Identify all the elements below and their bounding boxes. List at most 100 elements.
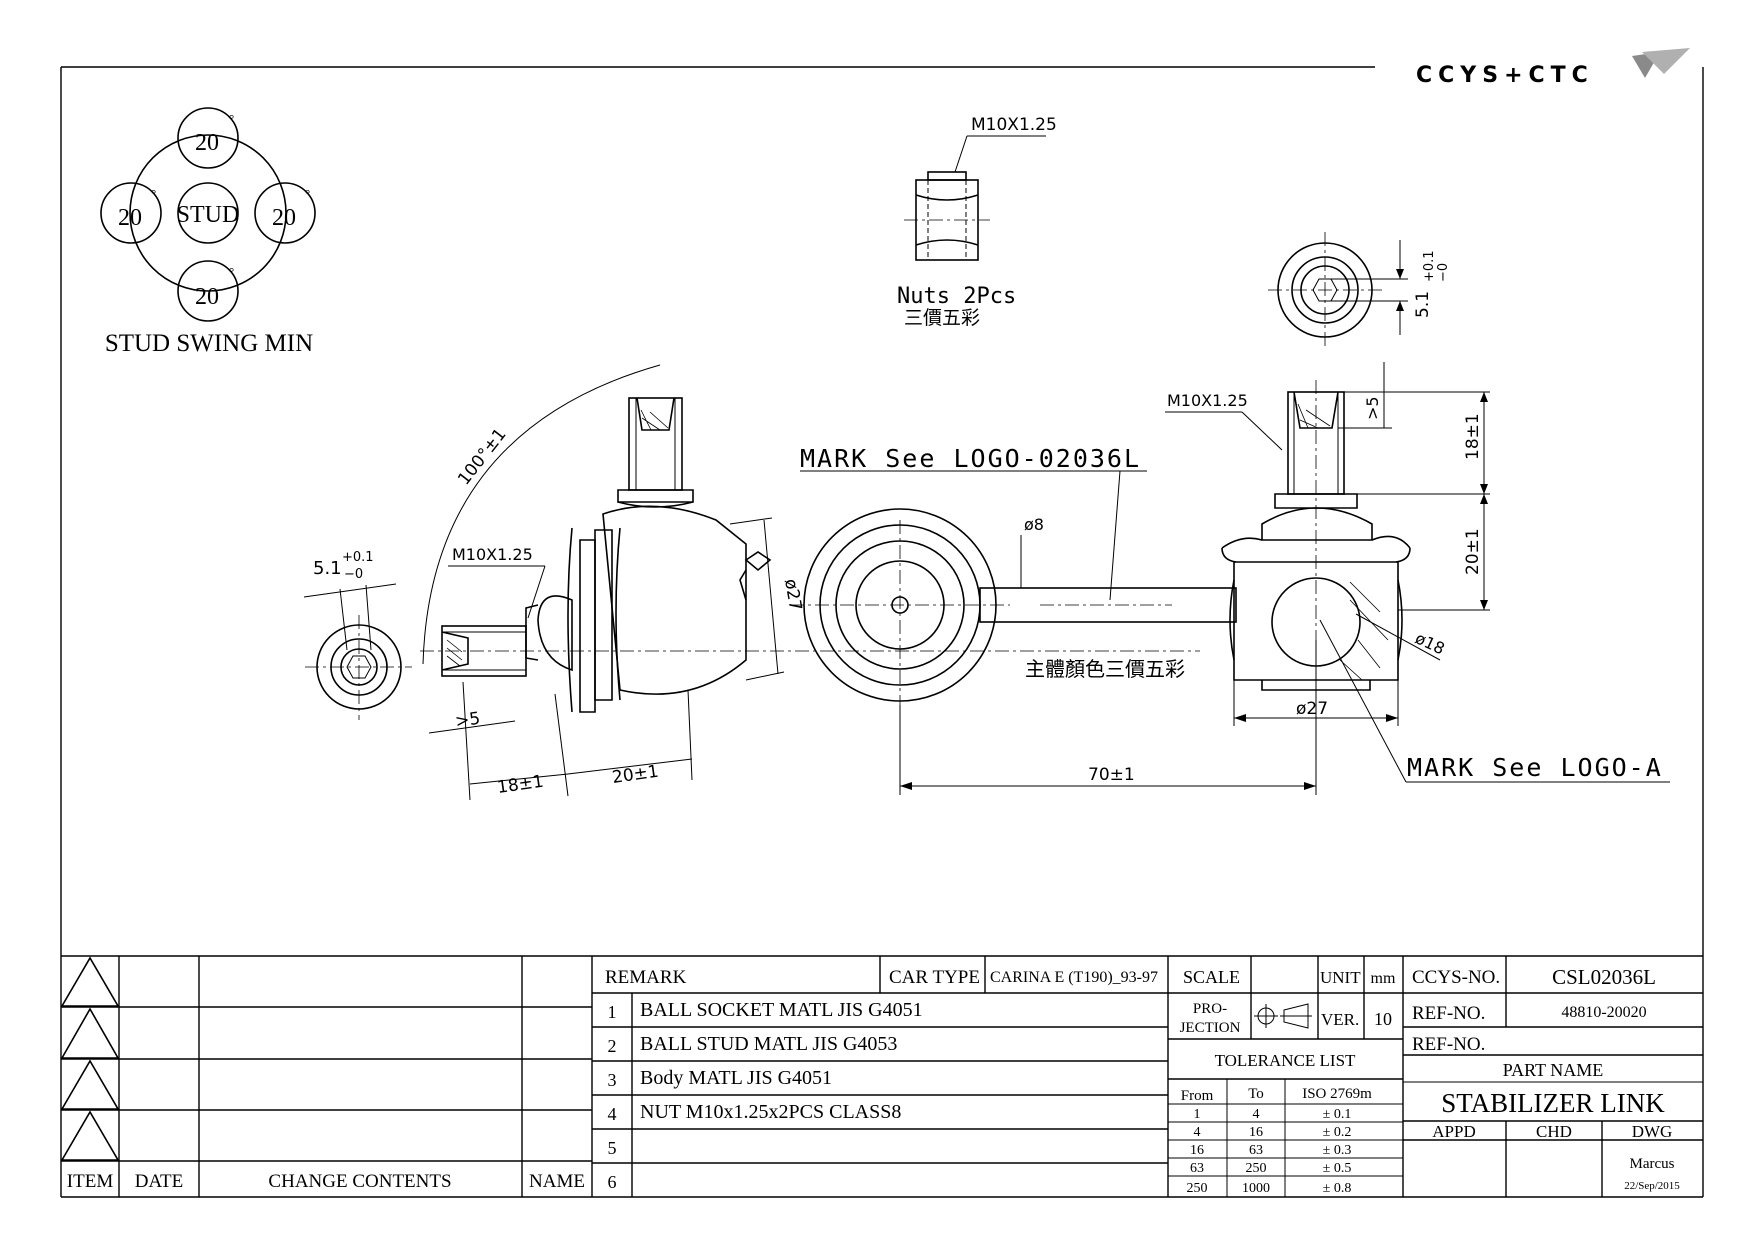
tol-value: ± 0.8 <box>1323 1181 1352 1196</box>
nuts-label: Nuts 2Pcs <box>897 284 1016 309</box>
part-name-label: PART NAME <box>1503 1060 1603 1080</box>
remark-no: 1 <box>608 1002 617 1022</box>
col-change-contents: CHANGE CONTENTS <box>268 1171 451 1192</box>
hex-tol-plus-left: +0.1 <box>342 550 374 565</box>
tol-to: 250 <box>1246 1161 1267 1176</box>
socket-end-view-top: 5.1 +0.1 −0 <box>1268 232 1451 346</box>
mark-note-bottom: MARK See LOGO-A <box>1407 753 1663 782</box>
col-item: ITEM <box>67 1171 114 1192</box>
hex-tol-plus-top: +0.1 <box>1422 250 1437 282</box>
center-shaft: ø8 主體顏色三價五彩 MARK See LOGO-02036L 70±1 <box>790 444 1317 795</box>
company-logo: CCYS+CTC <box>1416 48 1690 88</box>
remark-item-text: NUT M10x1.25x2PCS CLASS8 <box>640 1101 901 1123</box>
revision-triangle-icon <box>60 956 120 1007</box>
stud-angle-right: 20 <box>272 205 296 231</box>
remark-header: REMARK <box>605 967 687 988</box>
scale-label: SCALE <box>1183 967 1240 987</box>
remark-no: 5 <box>608 1138 617 1158</box>
stud-angle-bottom: 20 <box>195 284 219 310</box>
revision-triangle-icon <box>60 1059 120 1110</box>
projection-label: PRO- <box>1193 1001 1227 1017</box>
tol-col-iso: ISO 2769m <box>1302 1086 1372 1102</box>
chd-label: CHD <box>1536 1122 1572 1141</box>
revision-triangle-icon <box>60 1110 120 1161</box>
car-type-value: CARINA E (T190)_93-97 <box>990 969 1158 986</box>
part-name-value: STABILIZER LINK <box>1441 1088 1665 1118</box>
stud-length-18-left: 18±1 <box>496 772 545 798</box>
ref-no-label: REF-NO. <box>1412 1003 1485 1024</box>
tol-to: 4 <box>1253 1107 1260 1122</box>
degree-mark: ° <box>229 111 234 126</box>
tol-from: 4 <box>1194 1125 1201 1140</box>
stud-angle-left: 20 <box>118 205 142 231</box>
ref-no-label-2: REF-NO. <box>1412 1034 1485 1055</box>
thread-gt5-right: >5 <box>1363 396 1382 420</box>
stud-end-view-left: 5.1 +0.1 −0 <box>303 550 412 720</box>
tol-to: 16 <box>1249 1125 1263 1140</box>
diameter-18: ø18 <box>1412 628 1447 658</box>
hex-tol-minus-left: −0 <box>344 567 363 582</box>
dwg-label: DWG <box>1632 1122 1673 1141</box>
tol-value: ± 0.2 <box>1323 1125 1352 1140</box>
tol-col-to: To <box>1248 1086 1264 1102</box>
tol-from: 1 <box>1194 1107 1201 1122</box>
degree-mark: ° <box>151 186 156 201</box>
length-70: 70±1 <box>1088 765 1135 785</box>
tol-col-from: From <box>1181 1088 1214 1104</box>
revision-table: ITEM DATE CHANGE CONTENTS NAME <box>60 956 593 1197</box>
projection-label: JECTION <box>1180 1020 1241 1036</box>
thread-label-right: M10X1.25 <box>1167 391 1248 410</box>
angle-100-dimension: 100°±1 <box>454 425 510 489</box>
logo-mark-wing-icon <box>1642 48 1690 74</box>
tol-from: 16 <box>1190 1143 1204 1158</box>
third-angle-projection-icon <box>1254 1003 1312 1029</box>
tol-value: ± 0.5 <box>1323 1161 1352 1176</box>
appd-label: APPD <box>1432 1122 1475 1141</box>
part-info-table: CCYS-NO. CSL02036L REF-NO. 48810-20020 R… <box>1403 956 1703 1197</box>
degree-mark: ° <box>305 186 310 201</box>
mark-note-top: MARK See LOGO-02036L <box>800 444 1141 473</box>
spec-table: SCALE UNIT mm PRO- JECTION VER. 10 TOLER… <box>1168 956 1404 1197</box>
tol-from: 63 <box>1190 1161 1204 1176</box>
stud-length-18-right: 18±1 <box>1463 413 1483 460</box>
stud-swing-diagram: STUD 20 ° 20 ° 20 ° 20 ° STUD SWING MIN <box>100 107 316 357</box>
body-length-20-left: 20±1 <box>611 762 660 788</box>
diameter-27-bottom: ø27 <box>1296 699 1328 719</box>
unit-value: mm <box>1371 970 1396 987</box>
hex-dimension-top: 5.1 <box>1413 291 1433 318</box>
diameter-27-left: ø27 <box>780 577 805 612</box>
body-color-note: 主體顏色三價五彩 <box>1025 657 1185 681</box>
nut-thread-label: M10X1.25 <box>971 115 1057 135</box>
ccys-no-label: CCYS-NO. <box>1412 967 1500 988</box>
remark-no: 3 <box>608 1070 617 1090</box>
thread-gt5-left: >5 <box>454 709 482 732</box>
remark-item-text: Body MATL JIS G4051 <box>640 1067 832 1089</box>
dwg-date: 22/Sep/2015 <box>1624 1180 1680 1192</box>
remark-item-text: BALL STUD MATL JIS G4053 <box>640 1033 897 1055</box>
hex-tol-minus-top: −0 <box>1436 263 1451 282</box>
left-ball-joint: 18±1 20±1 >5 M10X1.25 ø27 100°±1 <box>420 364 1200 801</box>
remark-item-text: BALL SOCKET MATL JIS G4051 <box>640 999 923 1021</box>
col-name: NAME <box>529 1171 585 1192</box>
tol-value: ± 0.1 <box>1323 1107 1352 1122</box>
nuts-color-note: 三價五彩 <box>904 307 980 329</box>
hex-dimension-left: 5.1 <box>313 558 342 579</box>
tol-to: 63 <box>1249 1143 1263 1158</box>
diameter-8: ø8 <box>1024 515 1044 534</box>
remark-table: REMARK CAR TYPE CARINA E (T190)_93-97 1 … <box>592 956 1169 1197</box>
degree-mark: ° <box>229 264 234 279</box>
tol-value: ± 0.3 <box>1323 1143 1352 1158</box>
remark-no: 6 <box>608 1172 617 1192</box>
body-length-20-right: 20±1 <box>1463 528 1483 575</box>
ccys-no-value: CSL02036L <box>1552 965 1656 989</box>
ver-value: 10 <box>1374 1009 1392 1029</box>
stud-angle-top: 20 <box>195 130 219 156</box>
tol-from: 250 <box>1187 1181 1208 1196</box>
stud-center-label: STUD <box>177 202 240 228</box>
logo-wordmark: CCYS+CTC <box>1416 63 1594 88</box>
tol-to: 1000 <box>1242 1181 1270 1196</box>
unit-label: UNIT <box>1320 968 1361 987</box>
car-type-label: CAR TYPE <box>889 967 980 988</box>
nut-view: M10X1.25 Nuts 2Pcs 三價五彩 <box>897 115 1057 329</box>
